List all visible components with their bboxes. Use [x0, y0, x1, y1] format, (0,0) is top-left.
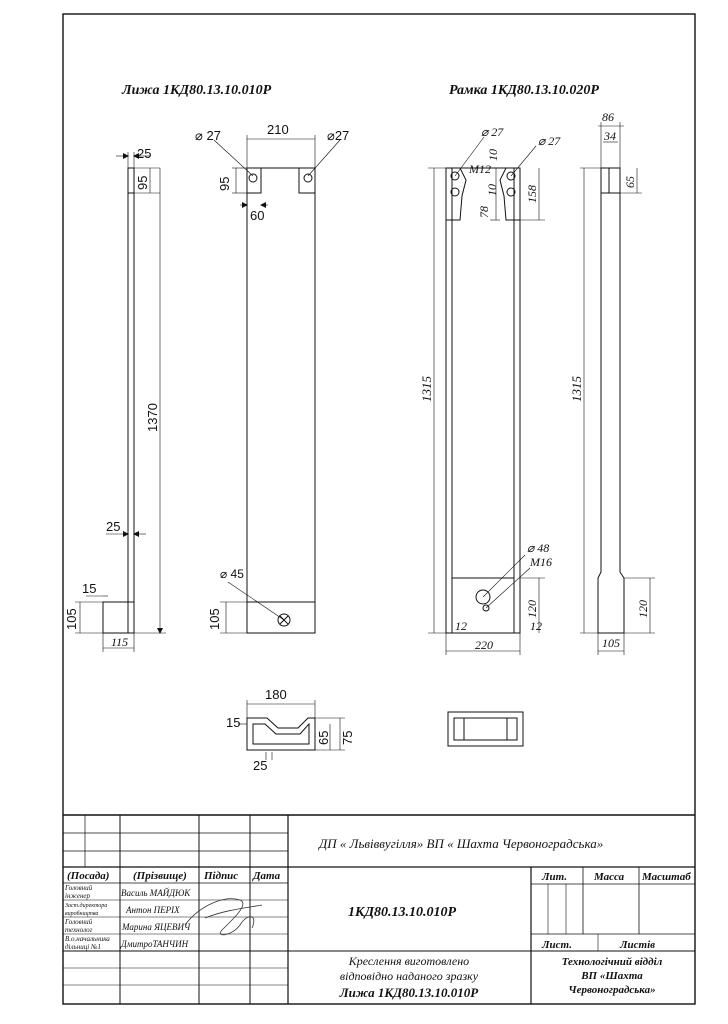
dim-fr-12-right: 12 [530, 619, 542, 633]
frame-front-view [428, 136, 545, 655]
desc-line3: Лижа 1КД80.13.10.010Р [339, 985, 480, 1000]
col-surname: (Прізвище) [133, 870, 187, 882]
title-frame: Рамка 1КД80.13.10.020Р [449, 83, 599, 98]
row1-name: Василь МАЙДЮК [121, 888, 191, 898]
dim-rs-105: 105 [602, 636, 620, 650]
dim-fr-120: 120 [525, 600, 539, 618]
dim-fr-48: ⌀ 48 [527, 541, 549, 555]
dept-line1: Технологічний відділ [562, 956, 663, 968]
frame-section [447, 711, 524, 747]
row2-name: Антон ПЕРІХ [125, 905, 180, 915]
dim-sec-75: 75 [340, 731, 355, 745]
row2-pos2: виробництва [65, 910, 98, 917]
listiv-label: Листів [619, 939, 655, 951]
col-date: Дата [252, 870, 281, 882]
dim-ski-front-105: 105 [207, 608, 222, 630]
row2-pos: Заст.директора [65, 902, 107, 909]
title-ski: Лижа 1КД80.13.10.010Р [121, 83, 272, 98]
ski-side-view [75, 152, 166, 652]
row1-pos: Головний [64, 884, 93, 892]
row3-name: Марина ЯЦЕВИЧ [121, 922, 191, 932]
frame-side-view [580, 122, 655, 655]
ski-section [238, 700, 345, 760]
title-block [63, 814, 695, 1004]
dim-ski-top-95: 95 [217, 177, 232, 191]
dim-rs-65: 65 [623, 176, 637, 188]
dept-line3: Червоноградська» [568, 984, 655, 996]
dim-sec-25: 25 [253, 758, 267, 773]
dim-fr-12-left: 12 [455, 619, 467, 633]
dept-line2: ВП «Шахта [580, 970, 643, 982]
org-name: ДП « Львіввугілля» ВП « Шахта Червоногра… [317, 836, 603, 851]
dim-rs-120: 120 [636, 600, 650, 618]
desc-line2: відповідно наданого зразку [340, 969, 479, 983]
dim-fr-78: 78 [477, 206, 491, 218]
dim-fr-m12: M12 [468, 162, 491, 176]
row4-name: ДмитроТАНЧИН [120, 939, 189, 949]
masshtab-label: Масштаб [641, 871, 691, 883]
col-position: (Посада) [67, 870, 109, 882]
dim-ski-hole-left: ⌀ 27 [195, 128, 221, 143]
dim-fr-158: 158 [525, 185, 539, 203]
dim-ski-width: 210 [267, 122, 289, 137]
dim-ski-side-len: 1370 [145, 403, 160, 432]
dim-ski-hole-right: ⌀27 [327, 128, 349, 143]
dim-rs-86: 86 [602, 110, 614, 124]
dim-ski-bot-15: 15 [82, 581, 96, 596]
dim-ski-bot-105: 105 [64, 608, 79, 630]
dim-fr-m16: M16 [529, 555, 552, 569]
row4-pos: В.о.начальника [65, 935, 110, 943]
massa-label: Масса [593, 871, 625, 883]
desc-line1: Креслення виготовлено [348, 954, 469, 968]
list-label: Лист. [541, 939, 572, 951]
row4-pos2: дільниці №1 [65, 943, 101, 951]
row3-pos: Головний [64, 918, 93, 926]
signature [184, 898, 263, 936]
row3-pos2: технолог [65, 926, 93, 934]
dim-ski-side-95: 95 [135, 176, 150, 190]
dim-ski-top-60: 60 [250, 208, 264, 223]
dim-ski-bot-115: 115 [111, 635, 128, 649]
ski-front-view [213, 135, 341, 634]
dim-rs-34: 34 [603, 129, 616, 143]
sheet-frame [62, 13, 696, 1005]
col-sign: Підпис [203, 870, 238, 882]
dim-ski-side-top: 25 [137, 146, 151, 161]
dim-sec-65: 65 [316, 731, 331, 745]
dim-sec-180: 180 [265, 687, 287, 702]
dim-ski-hole-45: ⌀ 45 [220, 567, 244, 581]
doc-number: 1КД80.13.10.010Р [348, 905, 457, 920]
dim-rs-1315: 1315 [569, 376, 584, 403]
lit-label: Лит. [541, 871, 567, 883]
dim-fr-10a: 10 [486, 149, 500, 161]
row1-pos2: інженер [65, 892, 91, 900]
dim-fr-hole-right: ⌀ 27 [538, 134, 561, 148]
dim-fr-220: 220 [475, 638, 493, 652]
dim-fr-hole-left: ⌀ 27 [481, 125, 504, 139]
dim-fr-10b: 10 [485, 184, 499, 196]
dim-sec-15: 15 [226, 715, 240, 730]
dim-fr-1315: 1315 [419, 376, 434, 403]
dim-ski-side-mid: 25 [106, 519, 120, 534]
